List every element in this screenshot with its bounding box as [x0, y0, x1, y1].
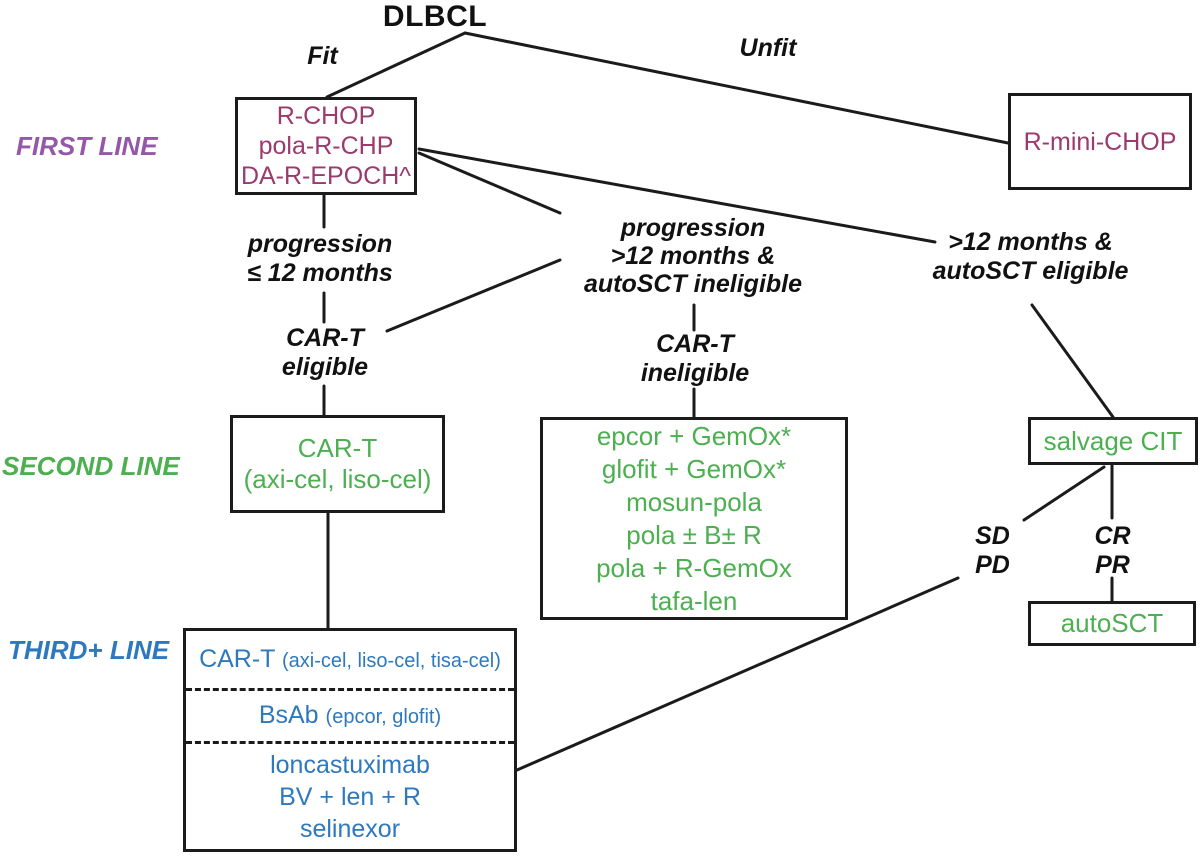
label-line: CR: [1094, 522, 1131, 550]
unfit-branch-label: Unfit: [739, 34, 797, 62]
cr-pr-label: CR PR: [1080, 522, 1145, 580]
regimen-line: salvage CIT: [1043, 425, 1183, 456]
cart-ineligible-label: CAR-T ineligible: [620, 330, 770, 388]
salvage-cit-box: salvage CIT: [1028, 417, 1198, 465]
label-line: eligible: [281, 353, 369, 381]
edge-sdpd-thirdbox: [515, 576, 960, 772]
regimen-line: glofit + GemOx*: [601, 453, 787, 484]
label-line: CAR-T: [656, 330, 734, 358]
second-line-row-label: SECOND LINE: [2, 451, 180, 481]
regimen-line: epcor + GemOx*: [596, 420, 792, 451]
label-line: progression: [620, 214, 766, 242]
regimen-line: BsAb (epcor, glofit): [259, 699, 441, 733]
label-line: autoSCT eligible: [932, 257, 1129, 285]
fit-branch-label: Fit: [307, 42, 338, 70]
third-line-box: CAR-T (axi-cel, liso-cel, tisa-cel) BsAb…: [183, 628, 517, 852]
regimen-line: BV + len + R: [279, 782, 421, 811]
label-line: ≤ 12 months: [247, 259, 393, 287]
third-line-bsab-section: BsAb (epcor, glofit): [186, 691, 514, 744]
regimen-line: mosun-pola: [626, 486, 762, 517]
label-line: autoSCT ineligible: [583, 270, 803, 298]
third-line-cart-section: CAR-T (axi-cel, liso-cel, tisa-cel): [186, 631, 514, 691]
label-line: >12 months &: [948, 228, 1113, 256]
edge-dlbcl-unfit: [463, 31, 1010, 145]
third-line-row-label: THIRD+ LINE: [8, 635, 170, 665]
label-line: CAR-T: [286, 324, 364, 352]
diagram-title: DLBCL: [382, 0, 488, 33]
regimen-line: autoSCT: [1060, 608, 1164, 638]
regimen-line: pola ± B± R: [626, 519, 762, 550]
edge-gt12-eligible-salvage: [1030, 303, 1115, 419]
regimen-line: pola + R-GemOx: [596, 552, 792, 583]
label-line: PD: [975, 551, 1010, 579]
progression-le12-label: progression ≤ 12 months: [225, 230, 415, 288]
regimen-sub: (epcor, glofit): [325, 706, 442, 728]
regimen-line: (axi-cel, liso-cel): [243, 464, 432, 494]
regimen-line: pola-R-CHP: [258, 132, 394, 160]
regimen-main: BsAb: [258, 701, 319, 729]
gt12-autosct-eligible-label: >12 months & autoSCT eligible: [928, 228, 1133, 286]
regimen-line: R-mini-CHOP: [1023, 127, 1177, 156]
regimen-line: CAR-T (axi-cel, liso-cel, tisa-cel): [199, 643, 501, 677]
regimen-main: CAR-T: [199, 644, 276, 673]
cart-eligible-label: CAR-T eligible: [255, 324, 395, 382]
third-line-other-section: loncastuximab BV + len + R selinexor: [186, 744, 514, 849]
second-line-options-box: epcor + GemOx* glofit + GemOx* mosun-pol…: [540, 417, 848, 620]
edge-fitbox-prog-gt12: [417, 151, 562, 215]
first-line-row-label: FIRST LINE: [16, 131, 158, 161]
regimen-sub: (axi-cel, liso-cel, tisa-cel): [281, 649, 501, 672]
regimen-line: tafa-len: [650, 585, 738, 616]
label-line: SD: [975, 522, 1010, 550]
edge-dlbcl-fit: [325, 31, 467, 99]
edge-salvage-sdpd: [1022, 465, 1106, 522]
regimen-line: DA-R-EPOCH^: [240, 162, 412, 190]
regimen-line: loncastuximab: [270, 750, 430, 779]
first-line-unfit-box: R-mini-CHOP: [1008, 93, 1192, 190]
edge-cart-eligible-prog-gt12: [385, 258, 562, 333]
regimen-line: CAR-T: [297, 433, 378, 463]
sd-pd-label: SD PD: [960, 522, 1025, 580]
label-line: ineligible: [640, 359, 750, 387]
label-line: progression: [247, 230, 393, 258]
edge-fitbox-gt12-eligible: [417, 147, 937, 244]
label-line: >12 months &: [610, 242, 776, 270]
progression-gt12-ineligible-label: progression >12 months & autoSCT ineligi…: [573, 214, 813, 298]
autosct-box: autoSCT: [1028, 601, 1196, 646]
first-line-fit-box: R-CHOP pola-R-CHP DA-R-EPOCH^: [235, 97, 417, 195]
regimen-line: selinexor: [299, 814, 401, 843]
regimen-line: R-CHOP: [276, 102, 376, 130]
label-line: PR: [1095, 551, 1130, 579]
second-line-cart-box: CAR-T (axi-cel, liso-cel): [230, 415, 445, 513]
